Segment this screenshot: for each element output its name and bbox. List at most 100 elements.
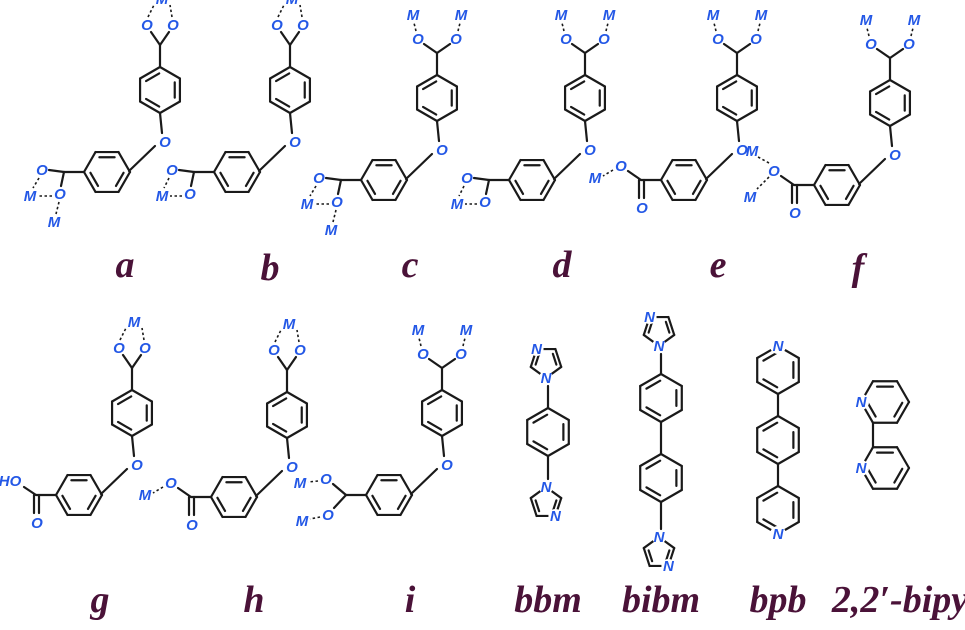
bond xyxy=(722,42,739,55)
upper-benzene-ring xyxy=(420,388,464,438)
caption-d: d xyxy=(553,244,573,286)
oxygen-atom: O xyxy=(903,36,915,53)
caption-f: f xyxy=(852,247,868,289)
lower-benzene-ring xyxy=(364,473,414,517)
lower-benzene-ring xyxy=(54,473,104,517)
oxygen-atom: O xyxy=(412,31,424,48)
upper-benzene-ring xyxy=(110,388,154,438)
bond xyxy=(279,30,292,47)
ether-oxygen: O xyxy=(441,457,453,474)
ring-double-bond xyxy=(645,486,662,497)
ring-bond xyxy=(639,372,663,388)
bond xyxy=(177,168,196,174)
bond xyxy=(285,355,298,372)
ring-bond xyxy=(847,163,862,187)
bond xyxy=(130,353,143,370)
upper-imidazole-ring: NN xyxy=(642,309,676,355)
upper-benzene-ring xyxy=(868,78,912,128)
bond xyxy=(176,486,193,499)
bond xyxy=(440,434,446,458)
oxygen-atom: O xyxy=(461,170,473,187)
metal-atom: M xyxy=(412,322,425,339)
ring-double-bond xyxy=(219,171,230,188)
bond xyxy=(409,467,439,496)
ring-bond xyxy=(776,484,800,500)
ring-bond xyxy=(583,73,607,88)
ring-bond xyxy=(130,388,154,403)
metal-atom: M xyxy=(860,12,873,29)
oxygen-atom: O xyxy=(165,475,177,492)
bond xyxy=(552,152,582,181)
benzene-ring xyxy=(756,414,800,466)
nitrogen-atom: N xyxy=(654,338,666,355)
ring-bond xyxy=(659,158,674,182)
coordination-bond xyxy=(910,27,914,37)
oxygen-atom: O xyxy=(186,517,198,534)
ring-bond xyxy=(89,473,104,497)
oxygen-atom: O xyxy=(865,36,877,53)
ring-double-bond xyxy=(366,179,377,196)
ring-double-bond xyxy=(721,105,738,116)
ring-bond xyxy=(659,488,683,504)
ring-bond xyxy=(639,488,663,504)
ligand-bipy: NN2,2′-bipy xyxy=(831,380,965,621)
ring-double-bond xyxy=(691,179,702,196)
ring-bond xyxy=(212,170,227,194)
coordination-bond xyxy=(55,201,60,215)
bond xyxy=(888,47,905,60)
metal-atom: M xyxy=(325,222,338,239)
upper-benzene-ring xyxy=(563,73,607,123)
ring-double-bond xyxy=(762,351,779,362)
oxygen-atom: O xyxy=(36,162,48,179)
coordination-bond xyxy=(866,27,870,37)
ring-bond xyxy=(526,442,550,458)
bond xyxy=(472,176,491,182)
ring-bond xyxy=(244,475,259,499)
ring-bond xyxy=(265,390,289,405)
ring-double-bond xyxy=(645,406,662,417)
ring-bond xyxy=(420,423,444,438)
ring-double-bond xyxy=(514,179,525,196)
caption-e: e xyxy=(710,244,727,286)
coordination-bond xyxy=(605,22,609,32)
bond xyxy=(130,434,136,458)
lower-imidazole-ring: NN xyxy=(642,529,676,575)
bond xyxy=(704,152,734,181)
ring-bond xyxy=(659,178,674,202)
ring-double-bond xyxy=(274,72,291,83)
bond xyxy=(189,170,196,188)
ring-double-bond xyxy=(116,395,133,406)
upper-imidazole-ring: NN xyxy=(529,341,563,387)
ring-double-bond xyxy=(371,494,382,511)
bond xyxy=(257,144,287,173)
ring-bond xyxy=(895,380,911,404)
nitrogen-atom: N xyxy=(644,309,656,326)
hydroxyl-group: HO xyxy=(0,473,22,490)
ring-double-bond xyxy=(86,494,97,511)
lower-benzene-ring xyxy=(659,158,709,202)
bond xyxy=(22,485,38,497)
ring-bond xyxy=(563,108,587,123)
label-mask xyxy=(539,480,553,494)
metal-atom: M xyxy=(603,7,616,24)
bond xyxy=(570,42,587,55)
ring-bond xyxy=(895,400,911,424)
bond xyxy=(276,355,289,372)
ring-bond xyxy=(440,423,464,438)
ring-double-bond xyxy=(421,105,438,116)
lower-benzene-ring xyxy=(812,163,862,207)
ring-double-bond xyxy=(216,496,227,513)
bond xyxy=(158,30,171,47)
ring-double-bond xyxy=(762,491,779,502)
nitrogen-atom: N xyxy=(541,370,553,387)
ring-double-bond xyxy=(762,518,779,529)
metal-atom: M xyxy=(139,487,152,504)
ring-bond xyxy=(526,406,550,422)
lower-imidazole-ring: NN xyxy=(529,479,563,525)
ring-bond xyxy=(268,65,292,80)
ring-bond xyxy=(868,78,892,93)
lower-benzene-ring xyxy=(359,158,409,202)
